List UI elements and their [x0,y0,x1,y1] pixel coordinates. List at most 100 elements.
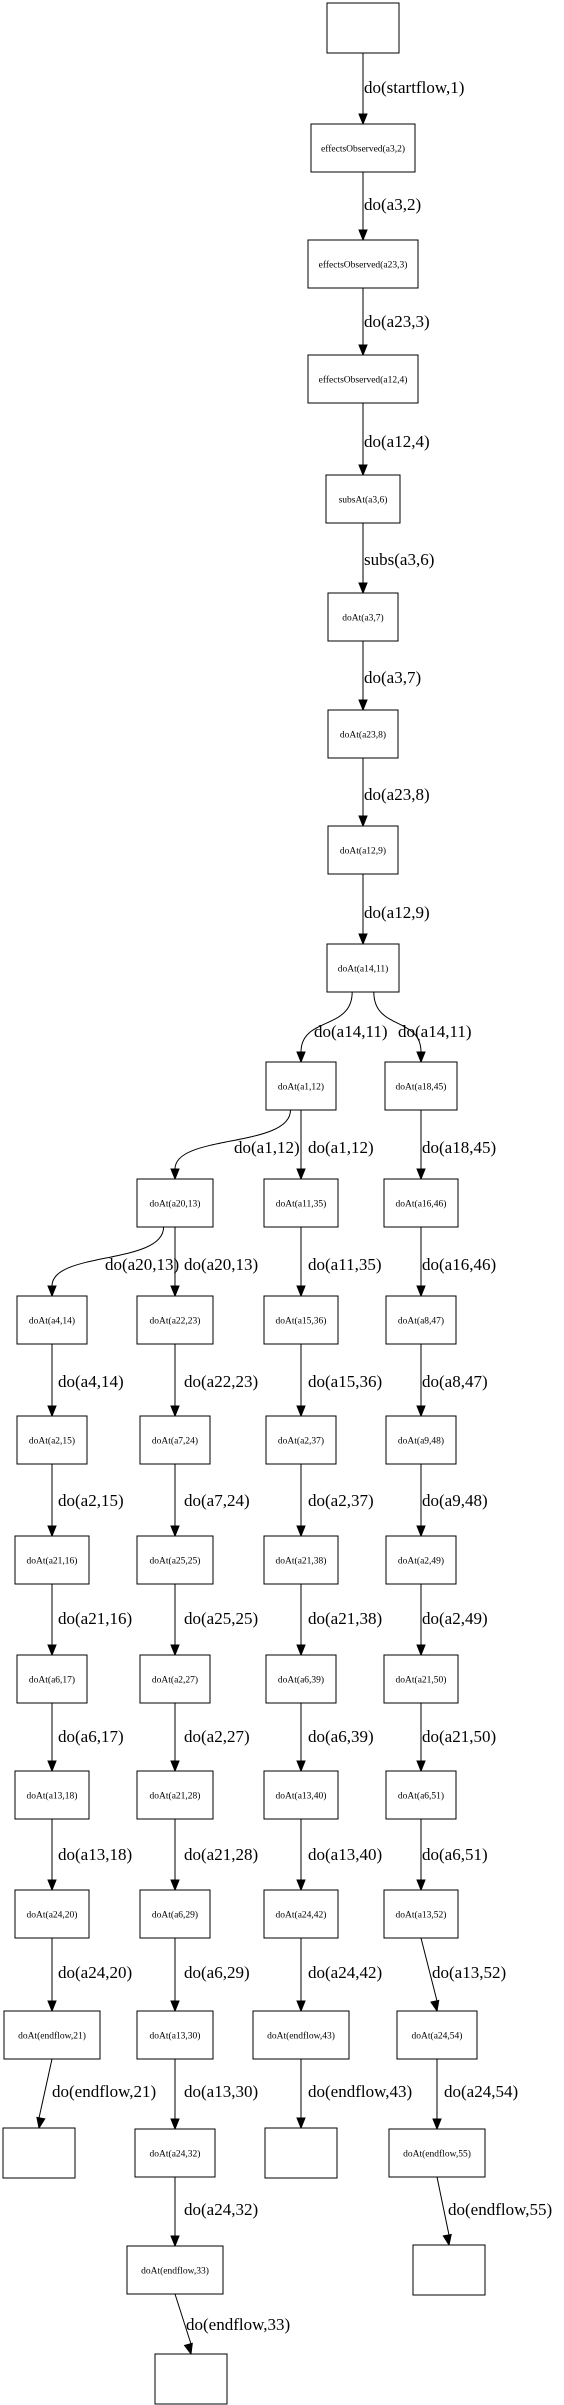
state-box [3,2010,101,2060]
state-node-end2 [264,2127,338,2179]
edge-n11-n15: do(a20,13) [170,1227,258,1298]
state-node-n25: doAt(a2,49) [385,1535,457,1585]
state-node-n6: doAt(a23,8) [327,709,399,759]
state-box [136,1770,214,1820]
state-label: doAt(a25,25) [150,1556,201,1567]
edge-label: do(a14,11) [398,1022,472,1041]
edge-label: do(a7,24) [184,1491,250,1510]
edge-n33-n37: do(a6,51) [416,1819,488,1892]
arrowhead-icon [47,1405,57,1418]
edge-line [373,991,422,1053]
state-box [14,1770,90,1820]
edge-n26-n30: do(a6,17) [47,1703,124,1773]
edge-label: do(a21,28) [184,1845,258,1864]
edge-n6-n7: do(a23,8) [358,758,430,828]
arrowhead-icon [36,2116,46,2130]
edge-label: do(a4,14) [58,1372,124,1391]
edge-label: do(a1,12) [308,1138,374,1157]
state-box [263,1889,339,1939]
state-label: doAt(endflow,21) [18,2031,86,2042]
state-node-start [326,2,400,54]
state-node-n44: doAt(endflow,33) [126,2245,224,2295]
edge-line [174,2293,192,2345]
state-node-n40: doAt(endflow,43) [252,2010,350,2060]
edge-n8-n9: do(a14,11) [296,991,388,1064]
state-node-n42: doAt(a24,32) [134,2128,216,2178]
edge-n4-n5: subs(a3,6) [358,523,434,595]
state-box [16,1654,88,1704]
edge-n21-n25: do(a9,48) [416,1464,488,1538]
state-box [385,1535,457,1585]
arrowhead-icon [416,1760,426,1773]
edge-label: do(a25,25) [184,1609,258,1628]
edge-label: do(a21,38) [308,1609,382,1628]
edge-n32-n36: do(a13,40) [296,1819,382,1892]
edge-label: do(a13,40) [308,1845,382,1864]
state-node-end4 [154,2353,228,2405]
edge-n27-n31: do(a2,27) [170,1703,250,1773]
arrowhead-icon [296,1285,306,1298]
state-label: doAt(a21,28) [150,1791,201,1802]
edge-label: do(a23,8) [364,785,430,804]
edge-n23-n27: do(a25,25) [170,1584,258,1657]
state-box [139,1889,211,1939]
state-box [263,1295,339,1345]
arrowhead-icon [170,1525,180,1538]
arrowhead-icon [170,1644,180,1657]
arrowhead-icon [296,1525,306,1538]
state-label: doAt(a23,8) [340,730,386,741]
state-node-n23: doAt(a25,25) [136,1535,214,1585]
arrowhead-icon [170,1285,180,1298]
nodes-layer: effectsObserved(a3,2)effectsObserved(a23… [2,2,486,2405]
edge-label: do(a6,51) [422,1845,488,1864]
state-box [310,123,416,173]
state-label: doAt(a13,40) [276,1791,327,1802]
edge-start-n1: do(startflow,1) [358,53,464,126]
arrowhead-icon [170,1168,180,1181]
state-box [136,1535,214,1585]
state-box [14,1535,90,1585]
edge-label: do(a6,29) [184,1963,250,1982]
edge-label: do(a2,37) [308,1491,374,1510]
arrowhead-icon [416,1405,426,1418]
edge-label: do(a3,2) [364,195,421,214]
state-box [136,2010,214,2060]
state-label: doAt(a3,7) [342,613,383,624]
state-box [126,2245,224,2295]
state-label: doAt(a11,35) [276,1199,327,1210]
edge-label: do(a13,30) [184,2082,258,2101]
state-label: doAt(a4,14) [29,1316,75,1327]
state-node-n43: doAt(endflow,55) [388,2128,486,2178]
state-node-n13: doAt(a16,46) [383,1178,459,1228]
state-label: doAt(a2,49) [398,1556,444,1567]
state-node-n16: doAt(a15,36) [263,1295,339,1345]
arrowhead-icon [170,1760,180,1773]
state-node-n3: effectsObserved(a12,4) [307,354,419,404]
edge-line [38,2058,53,2119]
edge-label: do(endflow,21) [52,2082,156,2101]
state-box [265,1061,337,1111]
state-box [136,1295,214,1345]
arrowhead-icon [47,1760,57,1773]
state-node-n14: doAt(a4,14) [16,1295,88,1345]
edge-n38-end1: do(endflow,21) [36,2058,156,2130]
state-box [264,2127,338,2179]
state-box [2,2127,76,2179]
state-box [265,1654,337,1704]
arrowhead-icon [296,2117,306,2130]
edge-n7-n8: do(a12,9) [358,874,430,946]
arrowhead-icon [416,1879,426,1892]
edge-n16-n20: do(a15,36) [296,1344,382,1418]
edge-n20-n24: do(a2,37) [296,1464,374,1538]
arrowhead-icon [358,344,368,357]
edge-n40-end2: do(endflow,43) [296,2059,412,2130]
edge-line [174,1109,291,1170]
arrowhead-icon [296,1051,306,1064]
arrowhead-icon [442,2233,452,2247]
state-box [16,1415,88,1465]
edge-n24-n28: do(a21,38) [296,1584,382,1657]
edge-label: do(startflow,1) [364,78,464,97]
state-label: doAt(a22,23) [150,1316,201,1327]
arrowhead-icon [170,2000,180,2013]
edge-label: do(a13,18) [58,1845,132,1864]
